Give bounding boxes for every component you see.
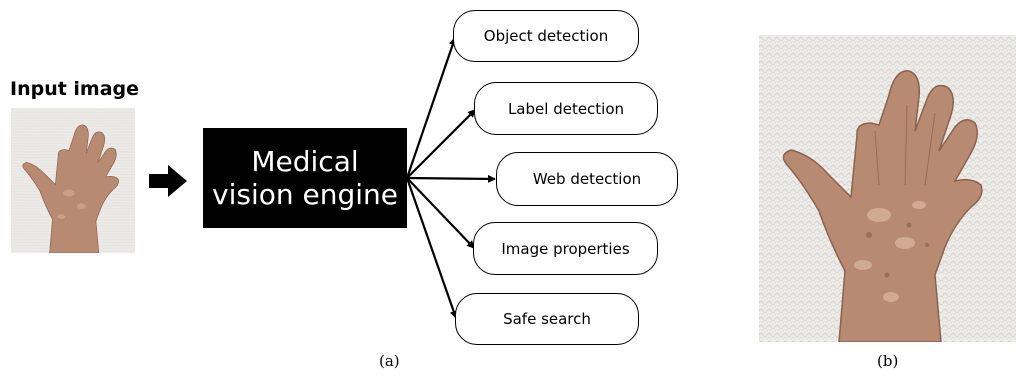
large-hand-photo — [759, 35, 1016, 342]
output-label-detection: Label detection — [474, 82, 658, 135]
output-image-properties: Image properties — [473, 222, 658, 275]
caption-a: (a) — [379, 352, 400, 370]
medical-vision-engine-box: Medical vision engine — [203, 128, 407, 228]
arrow-to-object-detection — [405, 37, 457, 179]
output-safe-search: Safe search — [455, 293, 639, 345]
input-image-title: Input image — [10, 78, 140, 100]
output-web-detection: Web detection — [496, 152, 678, 206]
arrow-to-label-detection — [406, 109, 476, 179]
arrow-to-image-properties — [406, 177, 475, 249]
input-to-engine-arrow — [149, 165, 187, 197]
output-object-detection: Object detection — [453, 10, 639, 62]
input-hand-photo — [11, 108, 135, 253]
arrow-to-web-detection — [406, 174, 496, 183]
arrow-to-safe-search — [405, 177, 458, 319]
caption-b: (b) — [877, 352, 899, 370]
engine-label: Medical vision engine — [212, 145, 398, 211]
